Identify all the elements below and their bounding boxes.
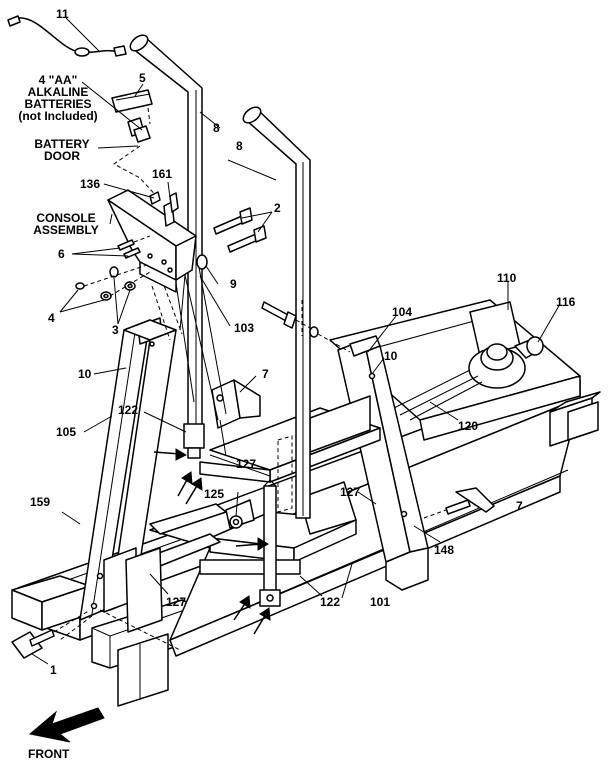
slide-track-120 bbox=[389, 369, 483, 421]
label-part-125: 125 bbox=[204, 487, 225, 501]
knob-7-right bbox=[423, 487, 495, 519]
pedal-link-122 bbox=[259, 479, 281, 607]
dashed-guides bbox=[59, 609, 181, 651]
console-assembly bbox=[107, 189, 197, 293]
label-part-136: 136 bbox=[80, 177, 101, 191]
small-parts-136-161 bbox=[149, 191, 179, 227]
label-part-4: 4 bbox=[48, 311, 55, 325]
rear-rail-110 bbox=[329, 299, 581, 441]
pulse-sensor-11 bbox=[7, 15, 127, 57]
label-part-11: 11 bbox=[56, 7, 69, 21]
label-part-10-left: 10 bbox=[78, 367, 92, 381]
label-part-103: 103 bbox=[234, 321, 255, 335]
leader-lines bbox=[31, 17, 561, 665]
label-part-161: 161 bbox=[152, 167, 173, 181]
label-batteries-line4: (not Included) bbox=[18, 109, 98, 123]
pedal-arms bbox=[125, 499, 255, 633]
label-battery-door-line1: BATTERY bbox=[34, 137, 90, 151]
label-part-148: 148 bbox=[434, 543, 455, 557]
label-part-159: 159 bbox=[30, 495, 51, 509]
label-batteries-line1: 4 "AA" bbox=[38, 73, 78, 87]
label-part-5: 5 bbox=[139, 71, 146, 85]
front-foot bbox=[11, 575, 197, 707]
label-part-10-right: 10 bbox=[384, 349, 398, 363]
label-part-7-upper: 7 bbox=[262, 367, 269, 381]
label-part-3: 3 bbox=[112, 323, 119, 337]
label-part-122-lower: 122 bbox=[320, 595, 341, 609]
label-battery-door-line2: DOOR bbox=[44, 149, 80, 163]
battery-cover-5 bbox=[111, 89, 153, 113]
label-front: FRONT bbox=[28, 747, 70, 761]
console-struts bbox=[151, 261, 227, 421]
label-part-9: 9 bbox=[230, 277, 237, 291]
label-part-120: 120 bbox=[458, 419, 479, 433]
label-part-104: 104 bbox=[392, 305, 413, 319]
label-part-127-right: 127 bbox=[340, 485, 361, 499]
label-part-116: 116 bbox=[556, 295, 576, 309]
label-part-7-right: 7 bbox=[516, 499, 523, 513]
label-batteries-line3: BATTERIES bbox=[24, 97, 92, 111]
batteries bbox=[127, 117, 151, 143]
label-console-line1: CONSOLE bbox=[36, 211, 96, 225]
label-part-101: 101 bbox=[370, 595, 391, 609]
bracket-left bbox=[211, 379, 261, 429]
rear-foot bbox=[549, 391, 601, 447]
indicator-arrows bbox=[153, 448, 271, 635]
right-upright-104 bbox=[337, 335, 429, 591]
battery-door-dashes bbox=[113, 107, 161, 201]
right-handlebar bbox=[242, 106, 311, 519]
flywheel-116 bbox=[468, 336, 544, 389]
label-part-127-lower: 127 bbox=[166, 595, 187, 609]
label-part-6: 6 bbox=[58, 247, 65, 261]
knob-1-front bbox=[11, 609, 91, 659]
hardware-nuts-washers bbox=[75, 235, 151, 301]
bolt-9-long bbox=[261, 301, 351, 353]
front-arrow-icon bbox=[28, 707, 105, 743]
label-part-110: 110 bbox=[497, 271, 517, 285]
label-part-8-right: 8 bbox=[213, 121, 220, 135]
label-part-127-center: 127 bbox=[236, 457, 257, 471]
label-console-line2: ASSEMBLY bbox=[33, 223, 99, 237]
label-part-105: 105 bbox=[56, 425, 77, 439]
pivot-bolt-9 bbox=[196, 254, 208, 270]
label-part-122-upper: 122 bbox=[118, 403, 139, 417]
label-batteries-line2: ALKALINE bbox=[27, 85, 89, 99]
label-part-8-left: 8 bbox=[236, 139, 243, 153]
label-part-1: 1 bbox=[50, 663, 57, 677]
label-part-2: 2 bbox=[274, 201, 281, 215]
